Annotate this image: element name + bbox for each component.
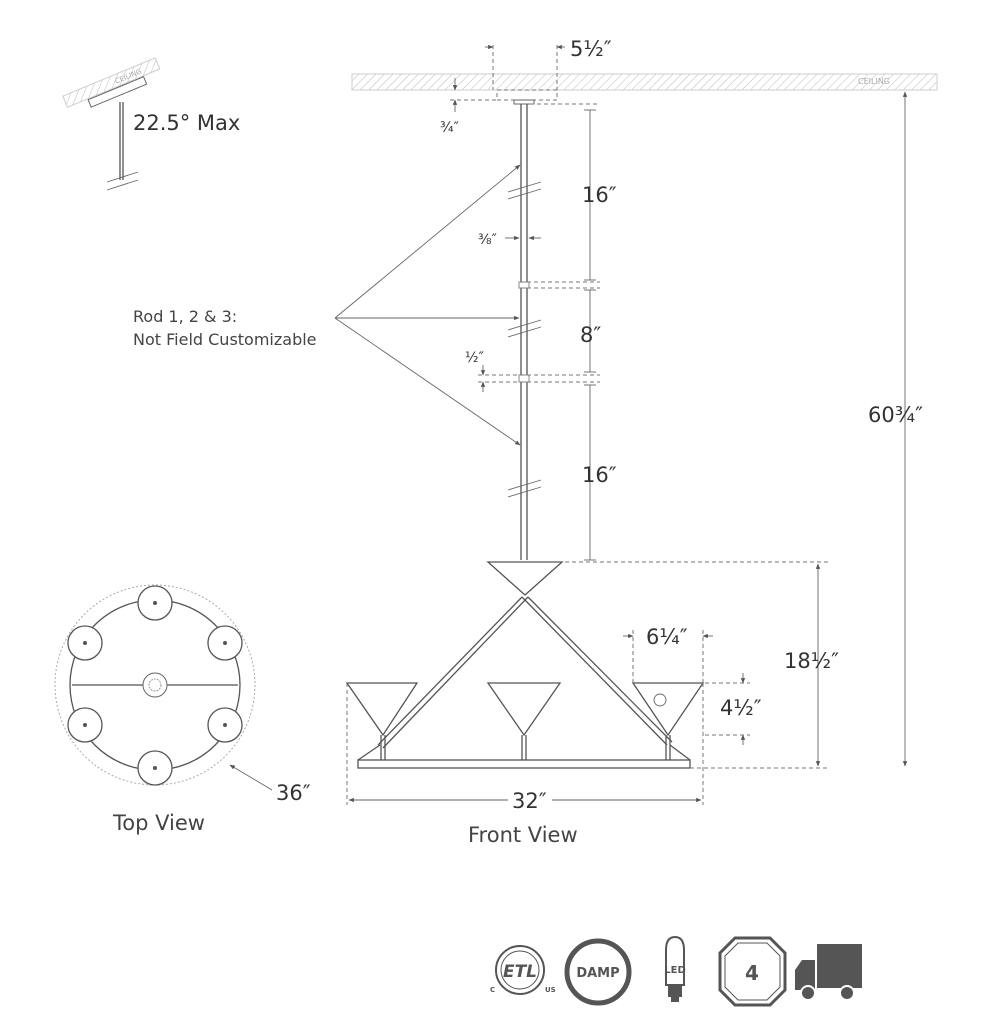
shipping-truck-icon — [795, 944, 862, 1001]
overall-height-dim: 60¾″ — [868, 91, 923, 767]
fixture-width-dim: 32″ — [512, 789, 547, 813]
canopy: 5½″ ¾″ — [440, 37, 612, 136]
rod-note-line1: Rod 1, 2 & 3: — [133, 307, 237, 326]
shade-width-dim: 6¼″ — [646, 625, 688, 649]
ceiling-label: CEILING — [858, 77, 890, 86]
slope-label: 22.5° Max — [133, 111, 240, 135]
ceiling: CEILING — [351, 73, 938, 91]
led-text: LED — [664, 965, 686, 976]
lamp-count-text: 4 — [745, 961, 759, 985]
etl-text: ETL — [503, 962, 537, 982]
damp-text: DAMP — [576, 966, 619, 981]
front-view-label: Front View — [468, 823, 578, 847]
top-view-label: Top View — [112, 811, 205, 835]
overall-height-label: 60¾″ — [868, 403, 923, 427]
canopy-width-dim: 5½″ — [570, 37, 612, 61]
top-view: 36″ Top View — [54, 584, 311, 835]
front-view-dimensions: 18½″ 6¼″ 4½″ 32″ Front View — [346, 561, 839, 847]
rod-note: Rod 1, 2 & 3: Not Field Customizable — [133, 164, 521, 446]
led-bulb-icon: LED — [664, 935, 686, 1002]
fixture-height-dim: 18½″ — [784, 649, 839, 673]
rod-dimensions: 16″ ⅜″ 8″ ½″ 16″ — [465, 103, 617, 561]
rod3-length-dim: 16″ — [582, 463, 617, 487]
rod-note-line2: Not Field Customizable — [133, 330, 317, 349]
shade-height-dim: 4½″ — [720, 696, 762, 720]
rod1-length-dim: 16″ — [582, 183, 617, 207]
diameter-dim: 36″ — [276, 781, 311, 805]
damp-rated-icon: DAMP — [564, 938, 632, 1006]
rod2-length-dim: 8″ — [580, 323, 601, 347]
lamp-count-icon: 4 — [718, 936, 787, 1007]
etl-us: US — [545, 986, 556, 994]
etl-c: C — [490, 986, 495, 994]
stem-rod — [507, 104, 542, 560]
front-view-fixture — [345, 561, 705, 769]
sloped-ceiling-diagram: CEILING 22.5° Max — [62, 57, 240, 191]
etl-listed-icon: ETL C US — [490, 945, 556, 995]
canopy-height-dim: ¾″ — [440, 120, 459, 136]
rod-diameter-dim: ⅜″ — [478, 232, 497, 248]
coupler-dim: ½″ — [465, 350, 484, 366]
